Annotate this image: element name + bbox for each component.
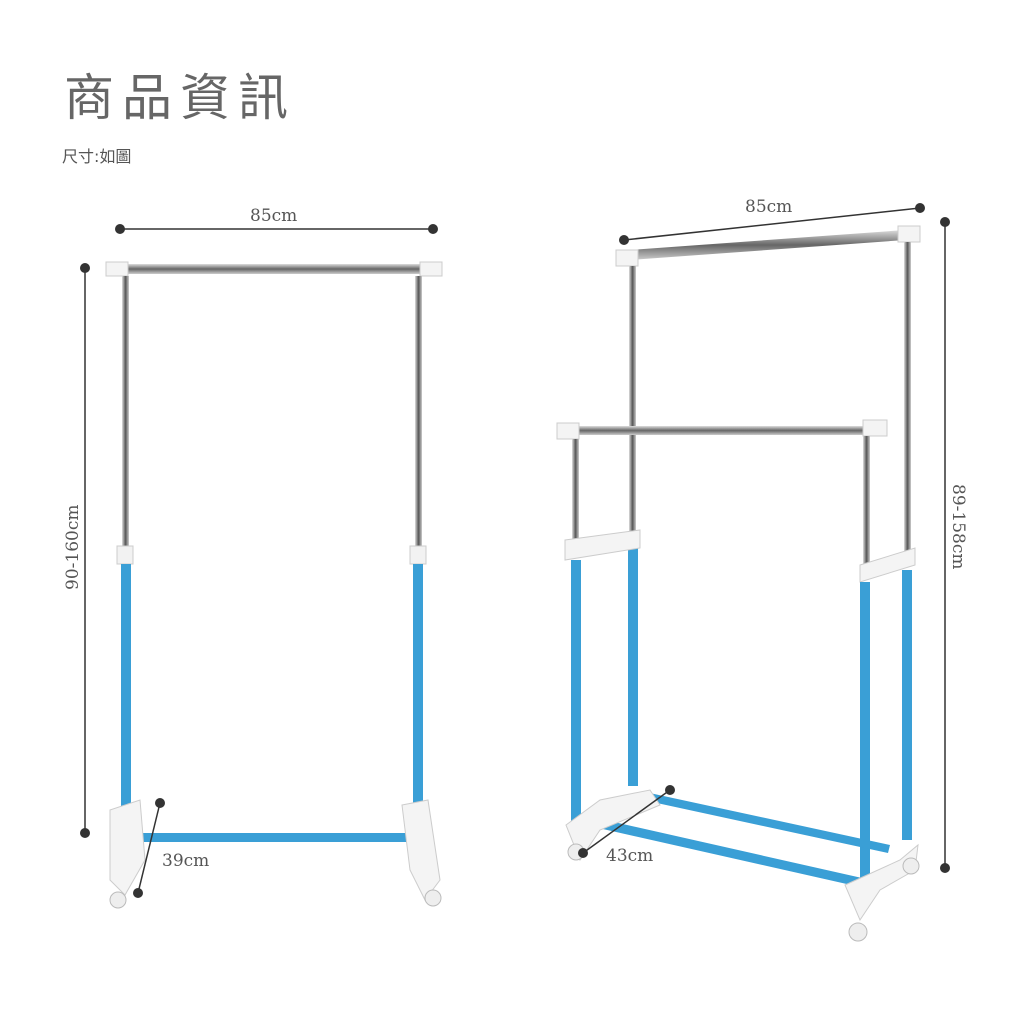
left-depth-dimension: 39cm [133,798,209,898]
right-depth-label: 43cm [606,846,653,866]
size-note: 尺寸:如圖 [62,147,132,166]
left-height-dimension: 90-160cm [63,263,90,838]
page-title: 商品資訊 [64,69,296,127]
right-height-dimension: 89-158cm [940,217,968,873]
right-width-label: 85cm [745,197,792,217]
left-height-label: 90-160cm [63,505,83,590]
right-depth-dimension: 43cm [578,785,675,866]
left-depth-label: 39cm [162,851,209,871]
left-width-label: 85cm [250,206,297,226]
right-height-label: 89-158cm [948,484,968,569]
double-rack [556,225,921,942]
left-width-dimension: 85cm [115,206,438,234]
single-rack [105,261,443,909]
right-width-dimension: 85cm [619,197,925,245]
